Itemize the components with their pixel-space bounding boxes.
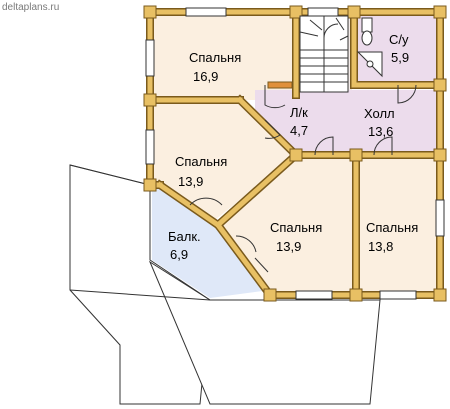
- room-name: Балк.: [168, 229, 201, 244]
- window: [185, 7, 227, 17]
- window: [435, 199, 445, 237]
- room-area: 13,9: [276, 239, 301, 254]
- room-name: Спальня: [366, 220, 418, 235]
- room-area: 5,9: [391, 50, 409, 65]
- room-name: Спальня: [175, 154, 227, 169]
- bathroom-fixtures: [356, 17, 383, 78]
- toilet-bowl: [361, 30, 373, 46]
- room-area: 13,9: [178, 174, 203, 189]
- staircase: [299, 15, 349, 93]
- lower-roof-outline: [69, 164, 381, 405]
- room-area: 16,9: [193, 69, 218, 84]
- balcony-floor: [152, 188, 270, 298]
- doors: [189, 84, 417, 273]
- room-area: 13,8: [368, 239, 393, 254]
- room-name: С/у: [389, 32, 409, 47]
- toilet-tank: [361, 17, 373, 33]
- door: [397, 84, 417, 104]
- window: [145, 129, 155, 165]
- room-name: Холл: [364, 106, 395, 121]
- room-area: 4,7: [290, 123, 308, 138]
- door: [373, 136, 393, 156]
- stair-post: [267, 81, 293, 89]
- door: [235, 235, 257, 253]
- room-area: 13,6: [368, 124, 393, 139]
- room-area: 6,9: [170, 247, 188, 262]
- window: [145, 39, 155, 77]
- door: [189, 197, 223, 206]
- room-name: Л/к: [290, 105, 308, 120]
- door: [314, 136, 334, 156]
- room-labels: Спальня 16,9 С/у 5,9 Л/к 4,7 Холл 13,6 С…: [168, 32, 418, 262]
- door: [264, 119, 281, 139]
- bedroom-nw-floor: [150, 12, 296, 100]
- room-name: Спальня: [270, 220, 322, 235]
- windows: [145, 7, 445, 300]
- bedroom-c-floor: [218, 158, 356, 292]
- room-name: Спальня: [189, 50, 241, 65]
- log-ends: [143, 5, 447, 302]
- bedroom-w-floor: [150, 100, 296, 220]
- window: [295, 290, 333, 300]
- door: [264, 85, 286, 109]
- watermark: deltaplans.ru: [2, 2, 59, 13]
- bedroom-e-floor: [360, 158, 438, 292]
- window: [307, 7, 339, 17]
- door: [254, 257, 269, 273]
- window: [379, 290, 417, 300]
